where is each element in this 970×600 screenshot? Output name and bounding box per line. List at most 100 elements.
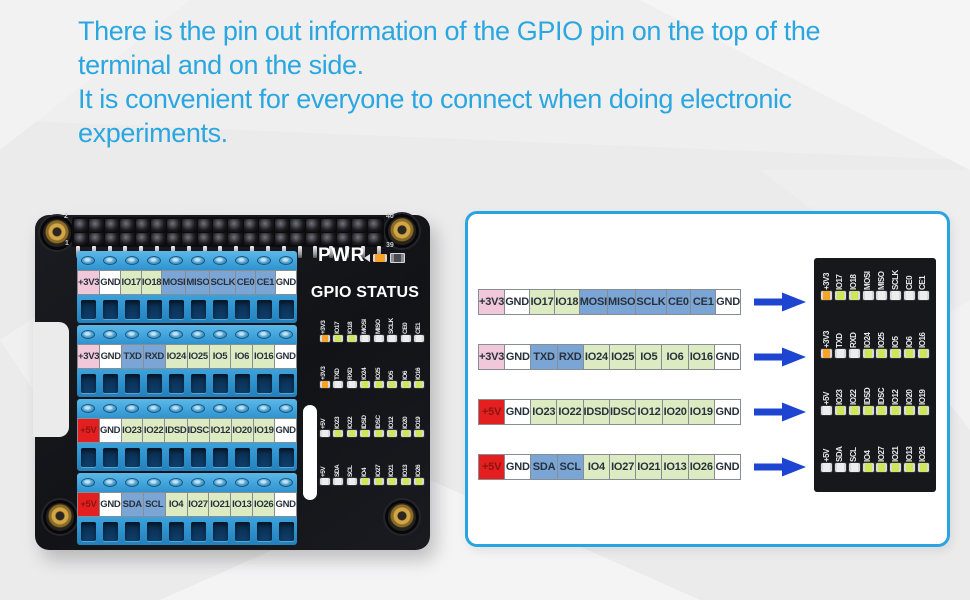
pin-label-cell: GND [99,344,123,369]
led-channel: IDSC [875,376,888,415]
status-led [346,335,357,342]
led-channel: IO26 [917,433,930,472]
pin-label-cell: IO17 [120,270,142,295]
screw-head [191,478,205,487]
screw-head [147,330,161,339]
led-label: SCLK [388,318,396,334]
status-led [319,478,330,485]
gpio-40pin-header [72,217,384,247]
pin-label-cell: IO26 [687,454,715,480]
header-pin [274,232,290,245]
header-pin [182,232,197,245]
pin-label-cell: GND [504,289,531,315]
board-edge-notch [33,322,69,437]
terminal-hole [190,447,206,467]
led-label: TXD [835,333,845,349]
pin-label-cell: +3V3 [478,344,506,370]
terminal-hole [278,299,294,319]
mounting-hole [388,503,416,531]
screw-head [81,478,95,487]
header-pin-leg [297,246,302,258]
led-label: +3V3 [821,331,831,348]
pin-label-cell: CE0 [665,289,692,315]
led-label: RXD [849,332,859,348]
led-channel: IO27 [372,453,385,485]
led-channel: IO5 [386,356,399,388]
led-channel: SCLK [889,261,902,300]
smd-component [390,253,405,263]
terminal-openings [77,443,297,471]
pin-label-cell: IO22 [556,399,584,425]
header-pin [166,219,182,232]
status-led [333,335,344,342]
pin-label-cell: IO27 [186,492,210,517]
status-led [917,349,929,358]
led-channel: MOSI [862,261,875,300]
led-label: +3V3 [821,273,831,290]
status-led [848,291,860,300]
pin-label-cell: IO6 [661,344,689,370]
status-led [834,291,846,300]
pin-label-cell: IO6 [230,344,254,369]
led-channel: IO20 [399,405,412,437]
led-channel: IO4 [862,433,875,472]
led-channel: IO4 [359,453,372,485]
status-led [876,406,888,415]
led-label: IO13 [904,446,914,462]
led-label: CE0 [401,322,409,334]
status-led [890,406,902,415]
header-pin [243,219,259,232]
pin-label-cell: GND [504,399,532,425]
header-pin [135,232,151,245]
header-pin [104,232,120,245]
screw-head [213,330,227,339]
header-pin [120,219,135,232]
screw-head [169,330,183,339]
led-label: SCLK [890,270,900,290]
pin-label-cell: IO24 [164,344,188,369]
header-pin [352,232,367,245]
pin-label-cell: IO16 [252,344,276,369]
pin-label-cell: GND [713,399,741,425]
terminal-hole [212,521,228,541]
terminal-hole [102,373,118,393]
led-label: IO25 [876,332,886,348]
terminal-hole [212,299,228,319]
status-led [890,291,902,300]
header-pin-leg [360,246,365,258]
screw-head [125,404,139,413]
pin-label-cell: IO4 [582,454,611,480]
led-label: IO21 [890,446,900,462]
pin-label-cell: +3V3 [77,270,101,295]
pin-label-cell: IO19 [252,418,276,443]
header-pin [367,232,382,245]
pin-label-cell: GND [98,418,122,443]
status-led [360,381,371,388]
terminal-hole [190,373,206,393]
header-pin [135,219,151,232]
led-label: MOSI [863,271,873,290]
screw-head [257,404,271,413]
terminal-hole [234,521,250,541]
led-channel: IO20 [903,376,916,415]
led-channel: IO22 [345,405,358,437]
status-led [834,463,846,472]
pin-label-cell: SDA [530,454,558,480]
led-channel: IO26 [413,453,426,485]
header-pin [89,232,104,245]
led-label: IO24 [360,367,368,380]
screw-head [81,404,95,413]
pin-label-cell: MISO [185,270,211,295]
pin-label-cell: IO18 [140,270,163,295]
pin-label-cell: GND [713,344,742,370]
led-label: +5V [821,392,831,405]
led-channel: IO27 [875,433,888,472]
screw-head [125,330,139,339]
led-channel: SCLK [386,310,399,342]
board-slot-cutout [303,405,317,500]
